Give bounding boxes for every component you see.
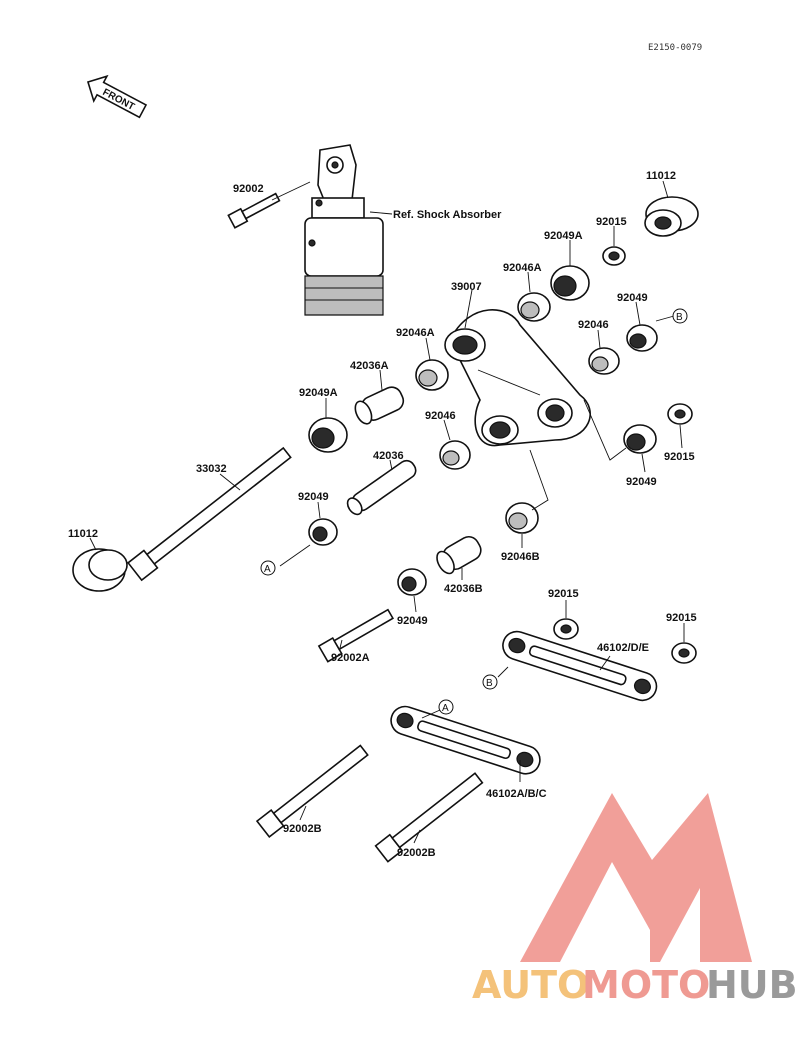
drawing-code: E2150-0079: [648, 43, 702, 53]
svg-text:B: B: [486, 678, 493, 689]
label-92015-bottom-left: 92015: [548, 588, 579, 600]
watermark-auto: AUTO: [472, 963, 589, 1007]
label-11012-top: 11012: [646, 170, 676, 182]
label-92002b-left: 92002B: [283, 823, 322, 835]
svg-text:B: B: [676, 312, 683, 323]
bearing-92046b: [505, 502, 539, 534]
tie-rod-46102-d-e: [502, 630, 658, 702]
label-42036a: 42036A: [350, 360, 389, 372]
label-92049-left-mid: 92049: [298, 491, 329, 503]
bolt-92002a: [317, 608, 395, 663]
label-39007: 39007: [451, 281, 482, 293]
label-42036: 42036: [373, 450, 404, 462]
watermark-hub: HUB: [706, 963, 798, 1007]
marker-b-right: B: [672, 308, 688, 324]
sleeve-42036a: [354, 386, 405, 425]
label-92046b: 92046B: [501, 551, 540, 563]
marker-a-bottom: A: [438, 699, 454, 715]
bearing-92046a-left: [415, 359, 449, 391]
front-arrow-icon: FRONT: [86, 74, 148, 119]
marker-a-left: A: [260, 560, 276, 576]
seal-92049-right-mid: [623, 424, 657, 454]
nut-92015-bottom-left: [553, 618, 579, 640]
bearing-92046-center: [439, 440, 471, 470]
seal-92049a-left: [308, 417, 348, 453]
tie-rod-46102a-b-c: [390, 705, 541, 775]
label-92015-top: 92015: [596, 216, 627, 228]
seal-92049-bottom: [397, 568, 427, 596]
watermark-moto: MOTO: [582, 963, 710, 1007]
cap-11012-left: [72, 548, 128, 592]
label-42036b: 42036B: [444, 583, 483, 595]
label-92015-bottom-right: 92015: [666, 612, 697, 624]
label-46102a-b-c: 46102A/B/C: [486, 788, 547, 800]
rocker-arm-39007: [444, 309, 591, 447]
nut-92015-right-mid: [667, 403, 693, 425]
svg-text:A: A: [442, 703, 449, 714]
label-92046a-top: 92046A: [503, 262, 542, 274]
label-92049-bottom: 92049: [397, 615, 428, 627]
label-92046-center: 92046: [425, 410, 456, 422]
marker-b-bottom: B: [482, 674, 498, 690]
svg-text:A: A: [264, 564, 271, 575]
shaft-33032: [126, 446, 292, 582]
sleeve-42036b: [436, 535, 482, 575]
bolt-92002b-left: [255, 744, 369, 839]
bolt-92002: [227, 192, 281, 229]
seal-92049-left-mid: [308, 518, 338, 546]
label-92002b-right: 92002B: [397, 847, 436, 859]
nut-92015-top: [602, 246, 626, 266]
label-92049-right-top: 92049: [617, 292, 648, 304]
label-92049a-left: 92049A: [299, 387, 338, 399]
ref-shock-absorber-label: Ref. Shock Absorber: [393, 209, 502, 221]
seal-92049-right-top: [626, 324, 658, 352]
shock-absorber: [304, 144, 393, 316]
bearing-92046a-top: [517, 292, 551, 322]
nut-92015-bottom-right: [671, 642, 697, 664]
label-92046a-left: 92046A: [396, 327, 435, 339]
label-92049a-top: 92049A: [544, 230, 583, 242]
label-46102-d-e: 46102/D/E: [597, 642, 649, 654]
sleeve-42036: [346, 459, 417, 516]
label-11012-left: 11012: [68, 528, 98, 540]
label-92015-right-mid: 92015: [664, 451, 695, 463]
label-92049-right-mid: 92049: [626, 476, 657, 488]
label-92046-right: 92046: [578, 319, 609, 331]
label-92002-top: 92002: [233, 183, 264, 195]
cap-11012-top: [644, 196, 699, 237]
label-33032: 33032: [196, 463, 227, 475]
automotohub-watermark-logo: [520, 793, 752, 962]
seal-92049a-top: [550, 265, 590, 301]
bearing-92046-right: [588, 347, 620, 375]
bolt-92002b-right: [374, 772, 484, 863]
label-92002a: 92002A: [331, 652, 370, 664]
